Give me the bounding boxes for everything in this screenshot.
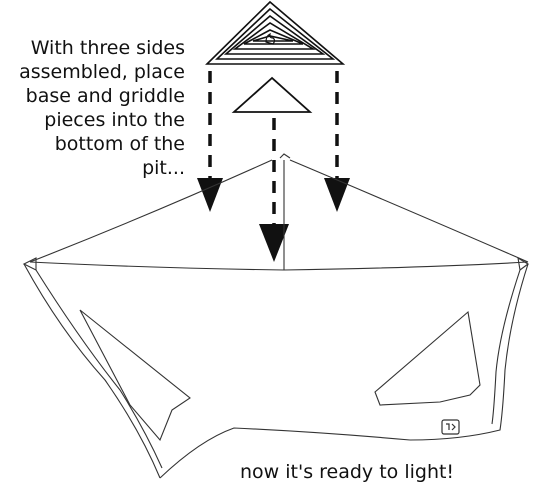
step-text-line: base and griddle	[0, 84, 185, 108]
step-text-line: pit...	[0, 156, 185, 180]
brand-logo-icon	[442, 420, 459, 434]
step-text-line: bottom of the	[0, 132, 185, 156]
step-instruction-text: With three sides assembled, place base a…	[0, 36, 185, 180]
arrow-down-icon	[324, 178, 350, 212]
flame-icon	[266, 34, 275, 44]
step-text-line: assembled, place	[0, 60, 185, 84]
step-text-line: pieces into the	[0, 108, 185, 132]
step-text-line: With three sides	[0, 36, 185, 60]
final-instruction-text: now it's ready to light!	[240, 460, 454, 484]
arrow-down-icon	[210, 71, 337, 228]
triangular-griddle-icon	[207, 2, 343, 64]
triangular-base-icon	[234, 78, 310, 112]
